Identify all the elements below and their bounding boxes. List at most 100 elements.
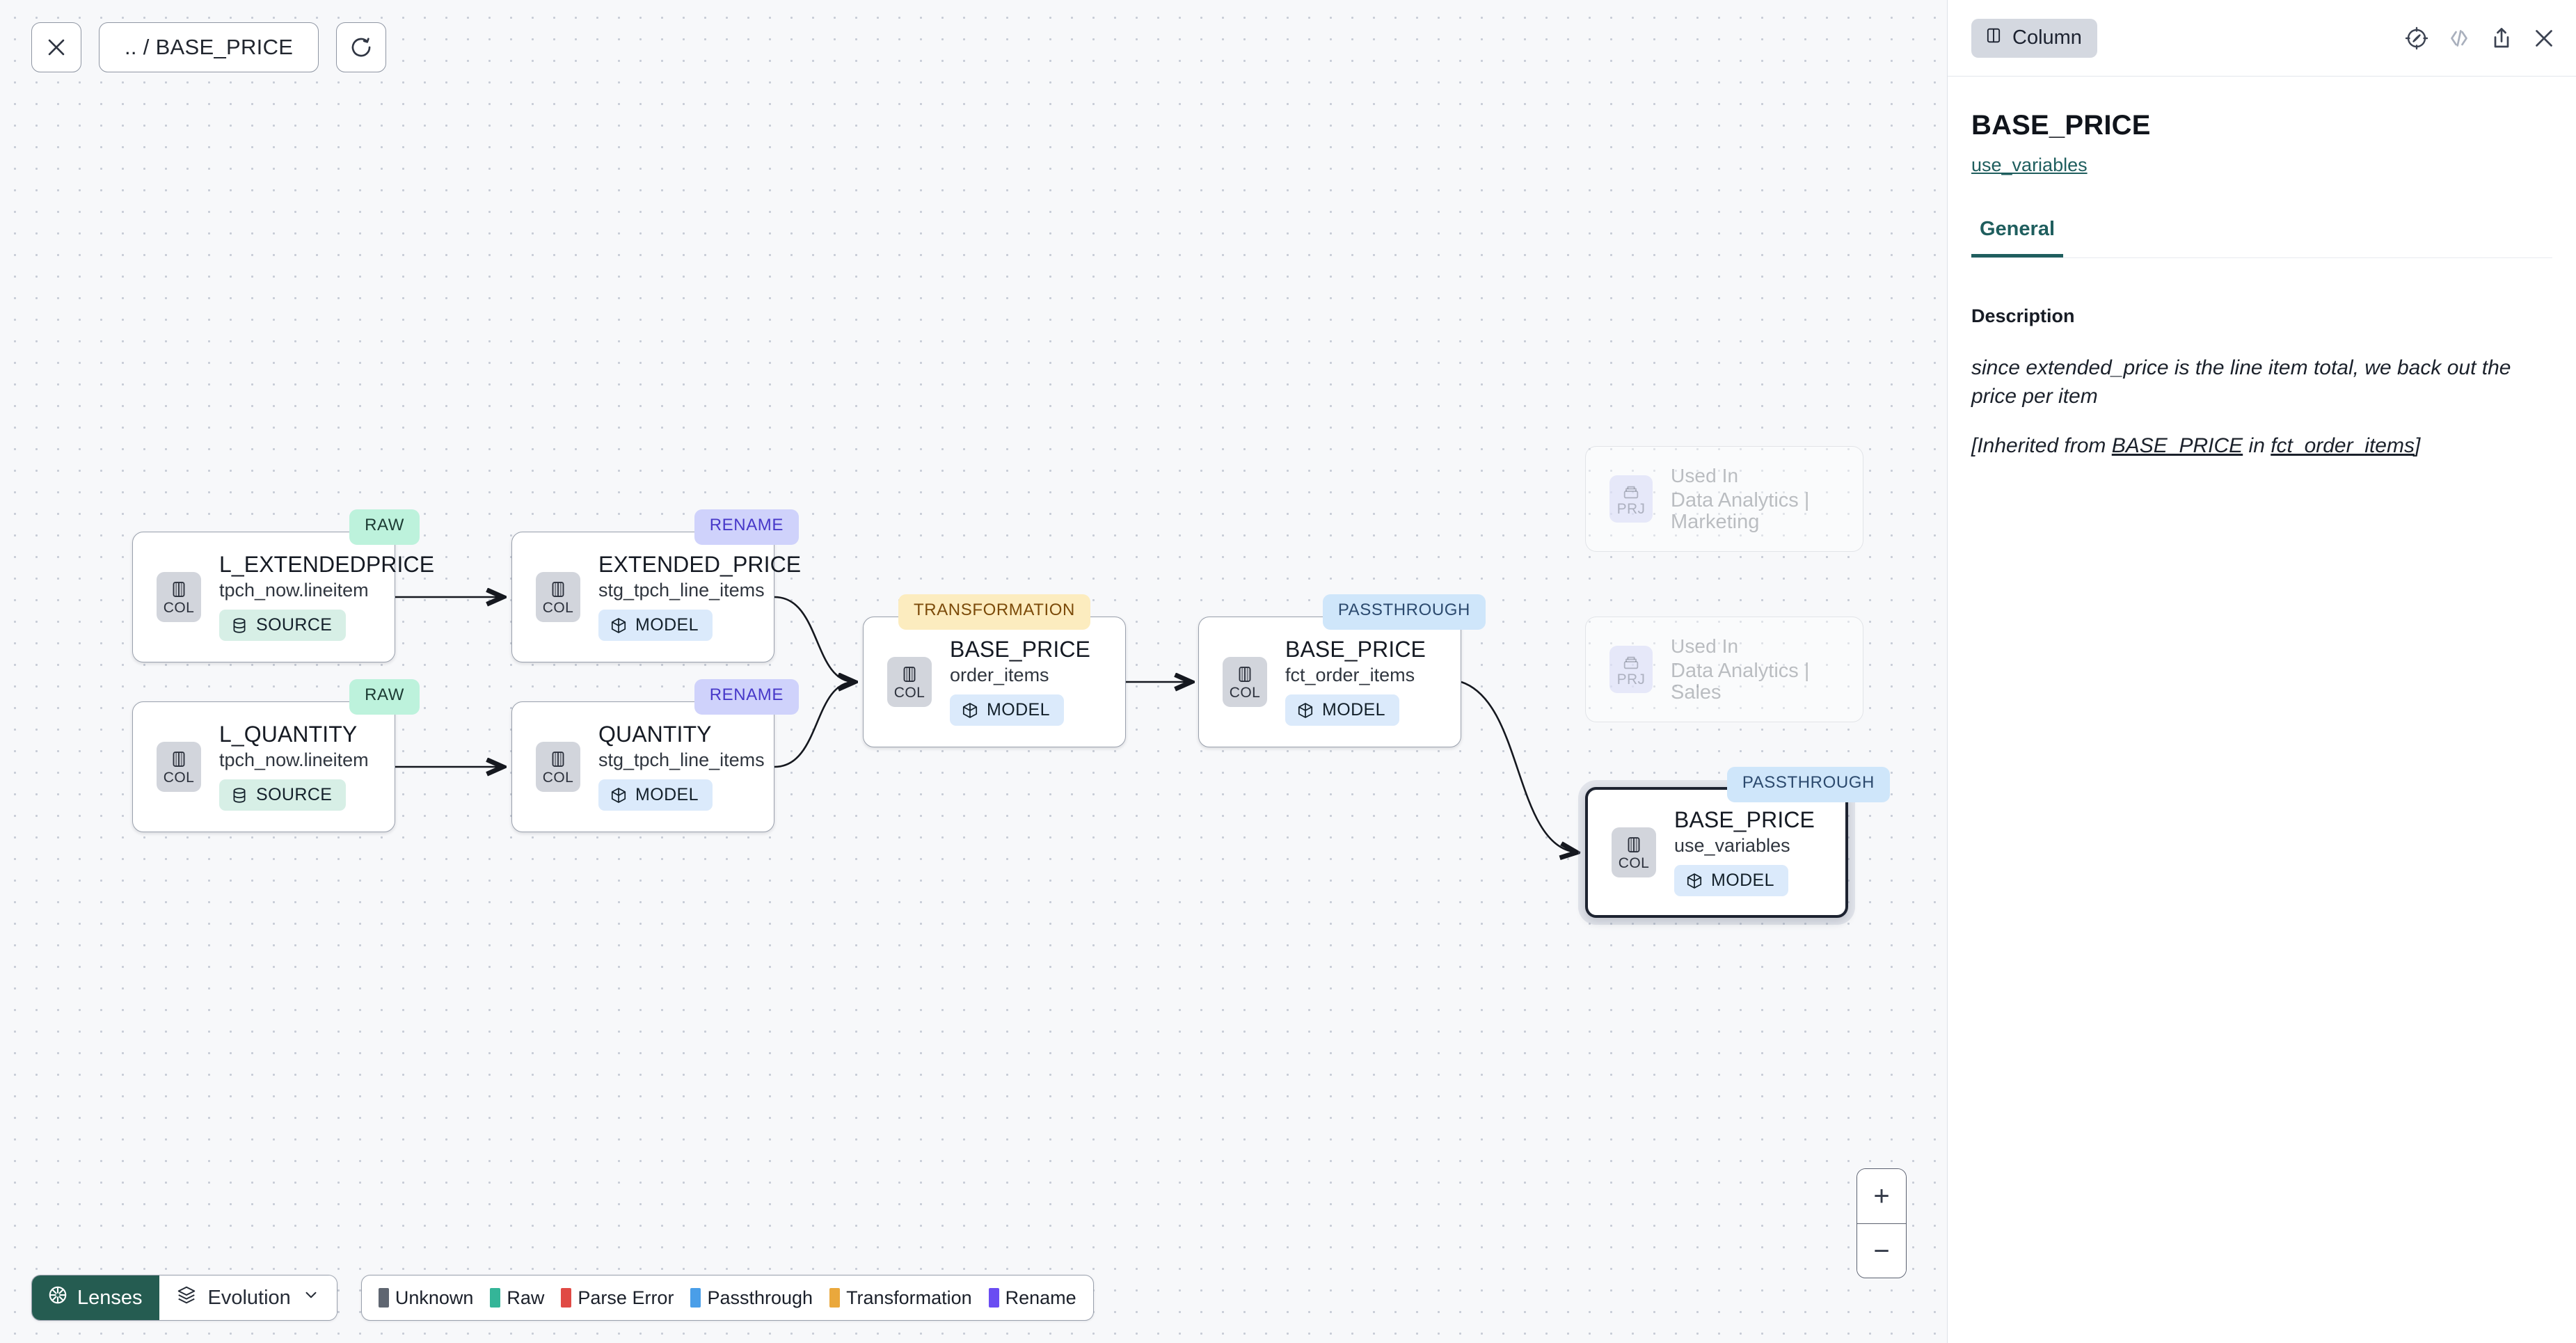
node-title: Used In — [1671, 464, 1739, 486]
node-badge-label: MODEL — [987, 700, 1050, 720]
column-icon-tile: COL — [157, 742, 201, 792]
zoom-in-button[interactable]: + — [1857, 1169, 1906, 1223]
node-tag-transformation: TRANSFORMATION — [898, 594, 1090, 630]
node-kind-label: COL — [163, 770, 195, 786]
share-icon[interactable] — [2489, 26, 2514, 51]
project-icon-tile: PRJ — [1609, 475, 1653, 523]
legend-label: Transformation — [846, 1287, 972, 1308]
legend-item[interactable]: Passthrough — [690, 1287, 813, 1309]
details-panel-body: BASE_PRICE use_variables General Descrip… — [1948, 77, 2576, 1343]
aperture-icon — [47, 1285, 68, 1311]
node-badge-label: SOURCE — [256, 615, 333, 635]
legend-swatch — [829, 1288, 841, 1308]
node-subtitle: Data Analytics | Sales — [1671, 660, 1810, 704]
node-subtitle: Data Analytics | Marketing — [1671, 489, 1810, 533]
code-icon[interactable] — [2447, 26, 2472, 51]
legend-item[interactable]: Unknown — [378, 1287, 473, 1309]
node-kind-label: COL — [542, 770, 574, 786]
node-badge-source: SOURCE — [219, 779, 347, 811]
lenses-label: Lenses — [77, 1286, 143, 1309]
legend-item[interactable]: Rename — [988, 1287, 1076, 1309]
node-badge-label: SOURCE — [256, 785, 333, 805]
node-kind-label: PRJ — [1616, 672, 1646, 688]
lineage-legend: Unknown Raw Parse Error Passthrough Transfor… — [360, 1275, 1094, 1321]
legend-label: Raw — [507, 1287, 545, 1308]
node-kind-label: COL — [1618, 855, 1650, 871]
inherited-suffix: ] — [2414, 434, 2421, 458]
column-icon — [1984, 26, 2003, 51]
description-label: Description — [1971, 305, 2075, 326]
node-kind-label: COL — [163, 600, 195, 616]
node-subtitle: stg_tpch_line_items — [598, 580, 765, 601]
node-tag-passthrough: PASSTHROUGH — [1322, 594, 1486, 630]
breadcrumb[interactable]: .. / BASE_PRICE — [99, 22, 319, 72]
page-title: BASE_PRICE — [1971, 110, 2151, 141]
tab-general[interactable]: General — [1971, 218, 2063, 257]
node-tag-raw: RAW — [349, 509, 420, 545]
legend-item[interactable]: Transformation — [829, 1287, 972, 1309]
inherited-column-link[interactable]: BASE_PRICE — [2111, 434, 2243, 458]
bottom-bar: Lenses Evolution — [31, 1275, 1094, 1321]
lineage-node-used_in_marketing[interactable]: PRJ Used In Data Analytics | Marketing — [1585, 446, 1863, 552]
node-body: Used In Data Analytics | Marketing — [1671, 464, 1863, 533]
inherited-middle: in — [2243, 434, 2271, 458]
node-badge-source: SOURCE — [219, 610, 347, 642]
node-subtitle: stg_tpch_line_items — [598, 749, 765, 771]
node-title: BASE_PRICE — [950, 636, 1090, 662]
close-icon[interactable] — [2531, 26, 2557, 51]
legend-swatch — [561, 1288, 572, 1308]
edge-fctorderitems-usevariables — [1461, 681, 1577, 852]
legend-swatch — [490, 1288, 501, 1308]
inherited-model-link[interactable]: fct_order_items — [2271, 434, 2415, 458]
node-badge-label: MODEL — [635, 615, 699, 635]
node-badge-model: MODEL — [1285, 694, 1399, 726]
layers-icon — [176, 1285, 197, 1311]
node-badge-label: MODEL — [1711, 871, 1774, 891]
panel-header-actions — [2404, 26, 2557, 51]
close-lineage-button[interactable] — [31, 22, 81, 72]
cube-icon — [1685, 872, 1703, 890]
column-icon-tile: COL — [1612, 827, 1656, 877]
cube-icon — [961, 701, 979, 720]
node-title: L_EXTENDEDPRICE — [219, 551, 435, 577]
node-subtitle: use_variables — [1674, 835, 1790, 857]
legend-swatch — [378, 1288, 389, 1308]
legend-item[interactable]: Parse Error — [561, 1287, 674, 1309]
column-icon-tile: COL — [1223, 657, 1267, 707]
column-icon-tile: COL — [536, 572, 580, 622]
node-title: L_QUANTITY — [219, 721, 358, 747]
compass-icon[interactable] — [2404, 26, 2429, 51]
database-icon — [230, 786, 248, 804]
description-inherited-note: [Inherited from BASE_PRICE in fct_order_… — [1971, 434, 2552, 458]
legend-item[interactable]: Raw — [490, 1287, 544, 1309]
column-icon-tile: COL — [887, 657, 932, 707]
chevron-down-icon — [302, 1286, 320, 1310]
lenses-group: Lenses Evolution — [31, 1275, 337, 1321]
entity-kind-chip[interactable]: Column — [1971, 18, 2097, 58]
close-icon — [45, 35, 68, 59]
node-title: BASE_PRICE — [1674, 806, 1815, 832]
parent-model-link[interactable]: use_variables — [1971, 154, 2088, 175]
node-tag-rename: RENAME — [694, 679, 799, 715]
description-text: since extended_price is the line item to… — [1971, 356, 2511, 408]
zoom-out-button[interactable]: − — [1857, 1223, 1906, 1278]
details-panel-header: Column — [1948, 0, 2576, 77]
legend-label: Rename — [1005, 1287, 1076, 1308]
node-title: QUANTITY — [598, 721, 712, 747]
evolution-dropdown[interactable]: Evolution — [159, 1276, 337, 1320]
lenses-button[interactable]: Lenses — [32, 1276, 159, 1320]
refresh-button[interactable] — [336, 22, 387, 72]
